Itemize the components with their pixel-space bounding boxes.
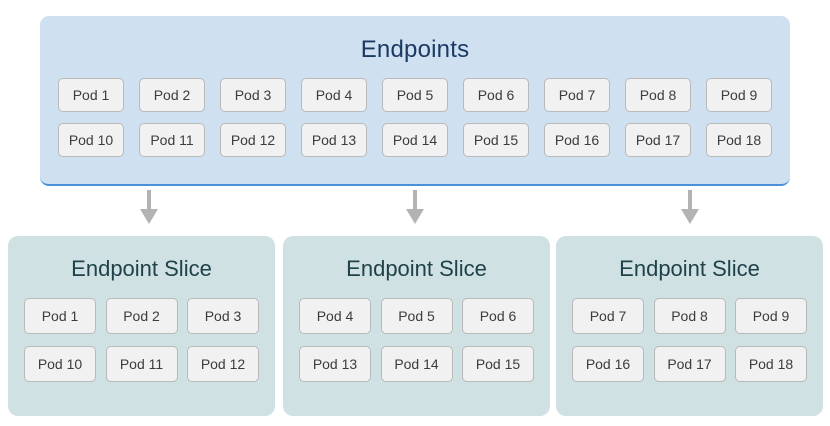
pod-chip: Pod 17 <box>625 123 691 157</box>
pod-chip: Pod 16 <box>572 346 644 382</box>
endpoint-slice-title: Endpoint Slice <box>346 256 487 281</box>
pod-chip: Pod 9 <box>735 298 807 334</box>
pod-chip: Pod 11 <box>139 123 205 157</box>
pod-chip: Pod 5 <box>382 78 448 112</box>
endpoints-pod-grid: Pod 1 Pod 2 Pod 3 Pod 4 Pod 5 Pod 6 Pod … <box>40 62 790 157</box>
pod-chip: Pod 18 <box>706 123 772 157</box>
arrow-down-icon <box>681 190 699 224</box>
slice-pod-row-1: Pod 1 Pod 2 Pod 3 <box>24 298 259 334</box>
arrow-down-icon <box>140 190 158 224</box>
pod-chip: Pod 6 <box>462 298 534 334</box>
slice-pod-row-2: Pod 13 Pod 14 Pod 15 <box>299 346 534 382</box>
pod-chip: Pod 8 <box>653 298 726 334</box>
pod-chip: Pod 14 <box>382 123 448 157</box>
endpoint-slice-container-2: Endpoint Slice Pod 4 Pod 5 Pod 6 Pod 13 … <box>283 236 550 416</box>
pod-chip: Pod 11 <box>105 346 178 382</box>
slice-pod-row-2: Pod 16 Pod 17 Pod 18 <box>572 346 807 382</box>
endpoint-slice-title: Endpoint Slice <box>71 256 212 281</box>
endpoints-pod-row-1: Pod 1 Pod 2 Pod 3 Pod 4 Pod 5 Pod 6 Pod … <box>58 78 772 112</box>
pod-chip: Pod 15 <box>463 123 529 157</box>
pod-chip: Pod 12 <box>220 123 286 157</box>
pod-chip: Pod 7 <box>544 78 610 112</box>
pod-chip: Pod 1 <box>24 298 96 334</box>
endpoint-slice-title: Endpoint Slice <box>619 256 760 281</box>
pod-chip: Pod 16 <box>544 123 610 157</box>
endpoint-slice-container-3: Endpoint Slice Pod 7 Pod 8 Pod 9 Pod 16 … <box>556 236 823 416</box>
pod-chip: Pod 13 <box>299 346 371 382</box>
pod-chip: Pod 17 <box>653 346 726 382</box>
endpoint-slice-pod-grid: Pod 1 Pod 2 Pod 3 Pod 10 Pod 11 Pod 12 <box>8 280 275 382</box>
slice-pod-row-1: Pod 7 Pod 8 Pod 9 <box>572 298 807 334</box>
pod-chip: Pod 14 <box>380 346 453 382</box>
endpoint-slice-pod-grid: Pod 7 Pod 8 Pod 9 Pod 16 Pod 17 Pod 18 <box>556 280 823 382</box>
pod-chip: Pod 2 <box>105 298 178 334</box>
pod-chip: Pod 6 <box>463 78 529 112</box>
pod-chip: Pod 1 <box>58 78 124 112</box>
pod-chip: Pod 10 <box>58 123 124 157</box>
endpoints-container: Endpoints Pod 1 Pod 2 Pod 3 Pod 4 Pod 5 … <box>40 16 790 186</box>
endpoint-slice-pod-grid: Pod 4 Pod 5 Pod 6 Pod 13 Pod 14 Pod 15 <box>283 280 550 382</box>
pod-chip: Pod 4 <box>301 78 367 112</box>
pod-chip: Pod 9 <box>706 78 772 112</box>
pod-chip: Pod 3 <box>220 78 286 112</box>
pod-chip: Pod 3 <box>187 298 259 334</box>
pod-chip: Pod 2 <box>139 78 205 112</box>
pod-chip: Pod 12 <box>187 346 259 382</box>
slice-pod-row-2: Pod 10 Pod 11 Pod 12 <box>24 346 259 382</box>
endpoints-pod-row-2: Pod 10 Pod 11 Pod 12 Pod 13 Pod 14 Pod 1… <box>58 123 772 157</box>
pod-chip: Pod 18 <box>735 346 807 382</box>
endpoints-title: Endpoints <box>360 36 470 63</box>
pod-chip: Pod 13 <box>301 123 367 157</box>
pod-chip: Pod 8 <box>625 78 691 112</box>
pod-chip: Pod 15 <box>462 346 534 382</box>
arrow-down-icon <box>406 190 424 224</box>
pod-chip: Pod 10 <box>24 346 96 382</box>
pod-chip: Pod 7 <box>572 298 644 334</box>
slice-pod-row-1: Pod 4 Pod 5 Pod 6 <box>299 298 534 334</box>
pod-chip: Pod 4 <box>299 298 371 334</box>
endpoint-slice-container-1: Endpoint Slice Pod 1 Pod 2 Pod 3 Pod 10 … <box>8 236 275 416</box>
pod-chip: Pod 5 <box>380 298 453 334</box>
